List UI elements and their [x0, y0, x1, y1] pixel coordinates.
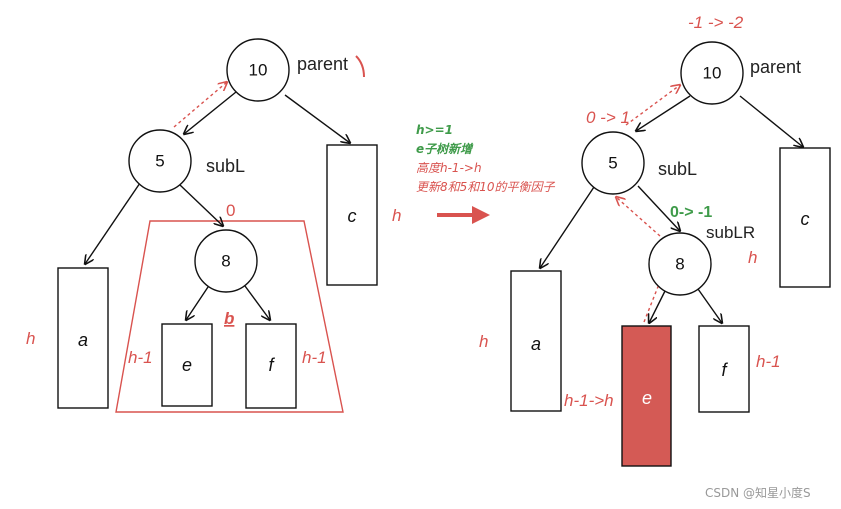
- node-r-10: [680, 41, 744, 105]
- r-subtree-a: [510, 270, 562, 412]
- node-r-8-value: 8: [675, 255, 684, 274]
- edge-r-10-c: [739, 95, 803, 147]
- edge-r-10-5: [636, 95, 691, 131]
- r-subl-label: subL: [658, 159, 697, 179]
- node-r-10-value: 10: [703, 64, 722, 83]
- watermark: CSDN @知星小度S: [705, 485, 811, 500]
- node-5: [128, 129, 192, 193]
- sublr-balance-change: 0-> -1: [670, 204, 712, 221]
- subtree-c: [326, 144, 378, 286]
- r-subtree-f: [698, 325, 750, 413]
- subl-balance-change: 0 -> 1: [586, 108, 630, 127]
- e-height-growth: h-1->h: [564, 391, 614, 410]
- r-subtree-a-label: a: [531, 334, 541, 354]
- node-r-8: [648, 232, 712, 296]
- edge-10-c: [284, 94, 350, 143]
- subtree-c-label: c: [348, 206, 357, 226]
- node-8-value: 8: [221, 252, 230, 271]
- subl-label: subL: [206, 156, 245, 176]
- r-subtree-c-label: c: [801, 209, 810, 229]
- node-5-value: 5: [155, 152, 164, 171]
- subtree-f: [245, 323, 297, 409]
- left-tree: 10 parent 5 subL 0 8 a h c h e h-1 f h-1…: [26, 38, 401, 413]
- subtree-f-label: f: [268, 355, 275, 375]
- sublr-label: subLR: [706, 223, 755, 242]
- subtree-e-label: e: [182, 355, 192, 375]
- node-r-5: [581, 131, 645, 195]
- r-subtree-f-label: f: [721, 360, 728, 380]
- note-line-4: 更新8和5和10的平衡因子: [416, 180, 556, 194]
- edge-r-8-f: [697, 288, 722, 323]
- node-r-5-value: 5: [608, 154, 617, 173]
- edge-r-8-e: [649, 288, 667, 323]
- note-line-3: 高度h-1->h: [416, 161, 482, 175]
- transition: h>=1 e子树新增 高度h-1->h 更新8和5和10的平衡因子: [416, 123, 556, 224]
- update-arrow-r-3: [643, 264, 667, 323]
- r-subtree-c: [779, 147, 831, 288]
- root-balance-change: -1 -> -2: [688, 13, 744, 32]
- edge-8-e: [186, 283, 211, 320]
- node-8: [194, 229, 258, 293]
- update-arrow-r-2: [616, 197, 661, 237]
- r-parent-label: parent: [750, 57, 801, 77]
- subtree-a-label: a: [78, 330, 88, 350]
- parent-label: parent: [297, 54, 348, 74]
- r-subtree-e-label: e: [642, 388, 652, 408]
- node-10: [226, 38, 290, 102]
- subtree-e: [161, 323, 213, 407]
- note-line-1: h>=1: [416, 123, 453, 137]
- r-subtree-e-new: [621, 325, 672, 467]
- edge-8-f: [244, 285, 270, 320]
- height-a-label: h: [26, 329, 35, 348]
- edge-10-5: [184, 91, 237, 134]
- transition-arrowhead: [472, 206, 490, 224]
- node-10-value: 10: [249, 61, 268, 80]
- r-height-a-label: h: [479, 332, 488, 351]
- edge-r-5-a: [540, 186, 595, 268]
- b-label: b: [224, 309, 234, 328]
- height-c-label: h: [392, 206, 401, 225]
- height-f-label: h-1: [302, 348, 327, 367]
- update-arrow-r-1: [625, 85, 680, 126]
- subtree-a: [57, 267, 109, 409]
- red-mark: [355, 55, 365, 78]
- edge-5-a: [85, 182, 141, 264]
- r-height-c-label: h: [748, 248, 757, 267]
- r-height-f-label: h-1: [756, 352, 781, 371]
- height-e-label: h-1: [128, 348, 153, 367]
- right-tree: -1 -> -2 10 parent 0 -> 1 5 subL 0-> -1 …: [479, 13, 831, 467]
- note-line-2: e子树新增: [416, 142, 474, 156]
- zero-label: 0: [226, 201, 235, 220]
- subtree-highlight: [115, 220, 344, 413]
- edge-r-5-8: [637, 185, 680, 231]
- edge-5-8: [179, 184, 223, 226]
